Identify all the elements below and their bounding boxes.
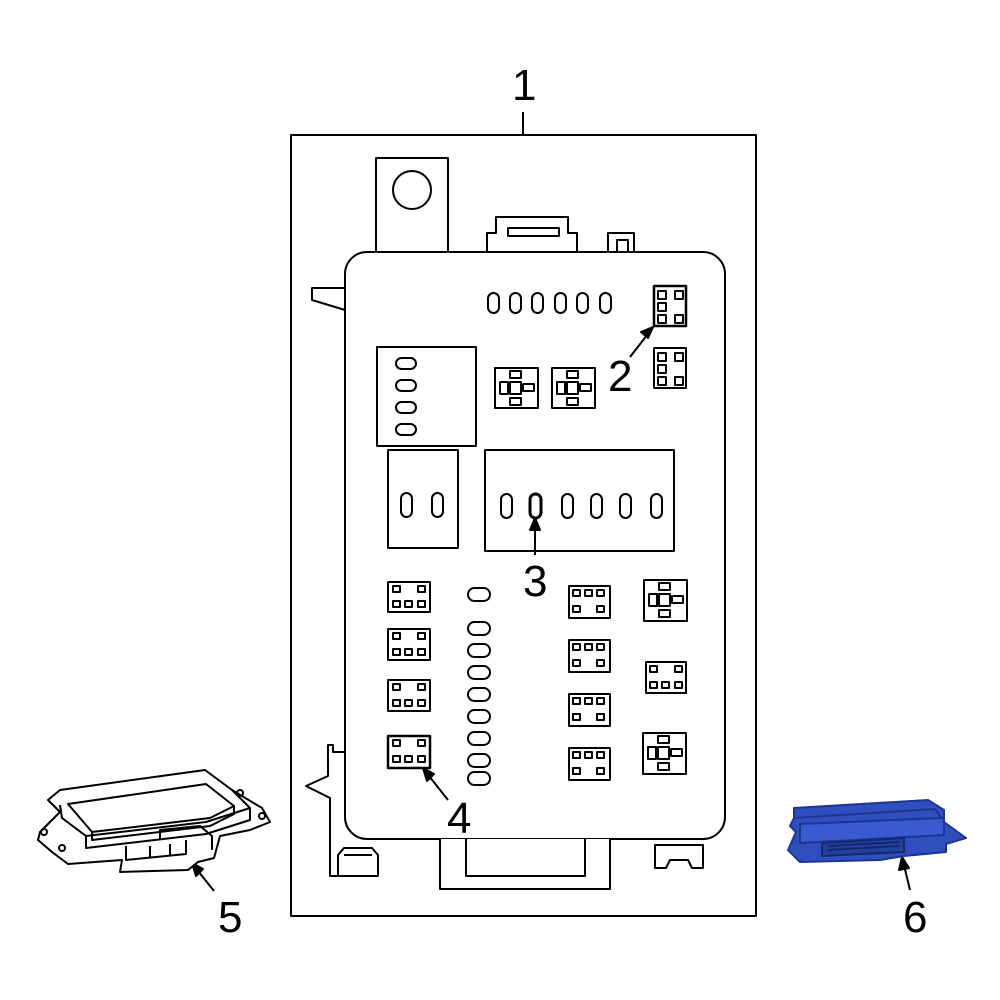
micro-relay (552, 368, 595, 408)
relay-secondary (654, 348, 686, 388)
relay[interactable] (654, 286, 686, 326)
mini-relay-column-right (569, 586, 610, 780)
micro-relay (644, 580, 687, 621)
fuse-column-center (468, 588, 490, 785)
callout-5-arrow (192, 863, 214, 891)
fuse-box-assembly[interactable] (306, 158, 725, 889)
fuse-row-top (488, 293, 611, 313)
micro-relay (495, 368, 538, 408)
callout-2-arrow (630, 327, 653, 357)
maxi-fuse-block (388, 450, 458, 548)
micro-relay (643, 733, 686, 774)
callout-label-3: 3 (523, 557, 548, 606)
mount-hole (393, 171, 431, 209)
callout-4-arrow (423, 768, 448, 800)
callout-label-1: 1 (512, 61, 537, 110)
callout-label-4: 4 (447, 794, 472, 843)
callout-label-2: 2 (608, 352, 633, 401)
mini-relay-column (388, 582, 430, 711)
callout-3-arrow (530, 518, 540, 555)
mini-relay (646, 662, 686, 693)
fuse-panel-left (377, 347, 476, 446)
callout-label-6: 6 (903, 893, 928, 942)
connector-part-6[interactable] (788, 800, 966, 862)
module-part-5[interactable] (38, 770, 270, 872)
relay-callout-4[interactable] (388, 736, 430, 768)
callout-label-5: 5 (218, 893, 243, 942)
callout-6-arrow (899, 857, 910, 890)
